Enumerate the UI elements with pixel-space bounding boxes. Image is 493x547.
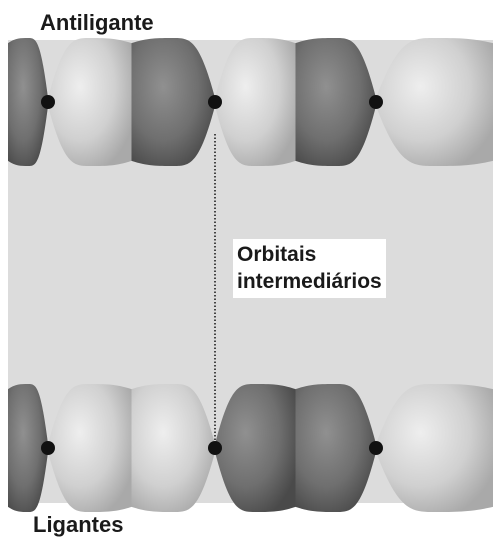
intermediate-orbitals-label-line1: Orbitais	[237, 243, 317, 266]
orbital-lobe	[48, 38, 132, 166]
atom-dot	[41, 441, 55, 455]
orbital-lobe	[295, 38, 376, 166]
antibonding-orbital-row	[8, 38, 493, 166]
atom-dot	[208, 441, 222, 455]
orbital-lobe	[215, 384, 296, 512]
atom-dot	[369, 95, 383, 109]
intermediate-orbitals-label: Orbitais intermediários	[233, 239, 386, 298]
orbital-lobe	[8, 384, 48, 512]
intermediate-orbitals-label-line2: intermediários	[237, 270, 382, 293]
bonding-label: Ligantes	[33, 512, 124, 537]
orbital-lobe	[8, 38, 48, 166]
atom-dot	[369, 441, 383, 455]
orbital-lobe	[215, 38, 296, 166]
antibonding-label: Antiligante	[40, 10, 154, 35]
orbital-lobe	[376, 38, 493, 166]
orbital-lobe	[376, 384, 493, 512]
orbital-lobe	[131, 384, 215, 512]
atom-dot	[41, 95, 55, 109]
atom-nodes	[41, 95, 383, 455]
orbital-lobe	[48, 384, 132, 512]
atom-dot	[208, 95, 222, 109]
orbital-lobe	[295, 384, 376, 512]
orbital-lobe	[131, 38, 215, 166]
bonding-orbital-row	[8, 384, 493, 512]
